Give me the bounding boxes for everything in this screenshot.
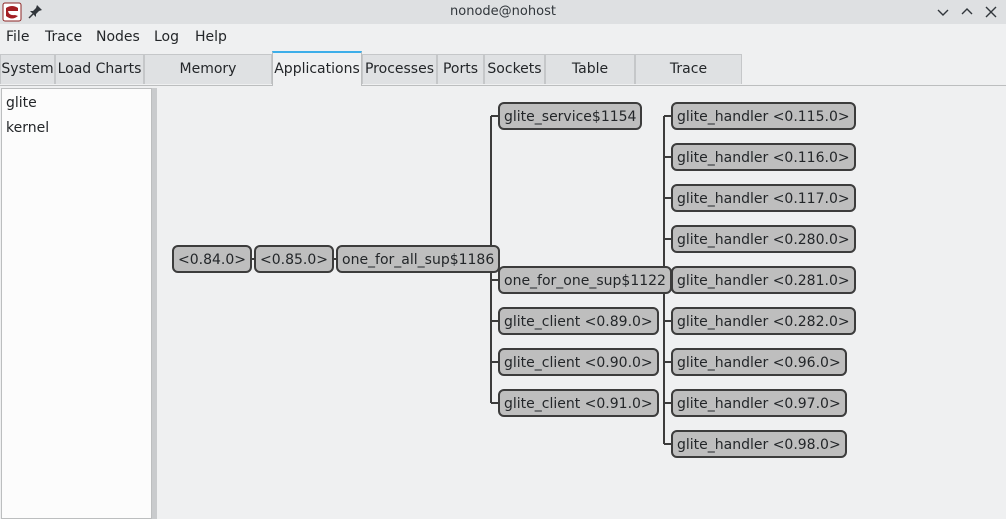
process-node[interactable]: glite_handler <0.96.0> (671, 348, 847, 376)
tab-trace-overview[interactable]: Trace Overview (635, 54, 742, 105)
tab-processes[interactable]: Processes (362, 54, 437, 84)
tab-system[interactable]: System (0, 54, 55, 84)
applications-list[interactable]: glite kernel (1, 88, 152, 519)
process-node[interactable]: glite_handler <0.280.0> (671, 225, 856, 253)
process-node[interactable]: glite_handler <0.115.0> (671, 102, 856, 130)
pin-icon[interactable] (28, 3, 44, 21)
process-node[interactable]: glite_handler <0.97.0> (671, 389, 847, 417)
process-node[interactable]: glite_handler <0.282.0> (671, 307, 856, 335)
menu-nodes[interactable]: Nodes (96, 29, 140, 45)
process-node[interactable]: glite_handler <0.281.0> (671, 266, 856, 294)
menu-file[interactable]: File (6, 29, 30, 45)
tab-memory-allocators[interactable]: Memory Allocators (144, 54, 272, 105)
process-node[interactable]: glite_handler <0.116.0> (671, 143, 856, 171)
erlang-observer-icon[interactable] (2, 2, 22, 22)
close-icon[interactable] (982, 3, 1000, 21)
menu-trace[interactable]: Trace (45, 29, 83, 45)
tab-applications[interactable]: Applications (272, 51, 362, 86)
window-title: nonode@nohost (450, 4, 556, 19)
title-bar[interactable]: nonode@nohost (0, 0, 1006, 24)
process-node[interactable]: glite_client <0.89.0> (498, 307, 659, 335)
tab-sockets[interactable]: Sockets (484, 54, 545, 84)
process-node[interactable]: glite_service$1154 (498, 102, 643, 130)
list-item-kernel[interactable]: kernel (6, 120, 50, 136)
process-node[interactable]: <0.84.0> (172, 245, 252, 273)
pane-splitter[interactable] (152, 88, 157, 519)
process-node[interactable]: one_for_all_sup$1186 (336, 245, 501, 273)
supervision-tree-canvas[interactable]: <0.84.0> <0.85.0> one_for_all_sup$1186 g… (157, 88, 1006, 519)
tree-connectors (240, 115, 672, 445)
chevron-up-icon[interactable] (958, 3, 976, 21)
process-node[interactable]: <0.85.0> (254, 245, 334, 273)
process-node[interactable]: glite_client <0.91.0> (498, 389, 659, 417)
process-node[interactable]: glite_handler <0.117.0> (671, 184, 856, 212)
tab-bar: System Load Charts Memory Allocators App… (0, 51, 1006, 105)
tab-ports[interactable]: Ports (437, 54, 484, 84)
chevron-down-icon[interactable] (934, 3, 952, 21)
menu-help[interactable]: Help (195, 29, 227, 45)
menu-bar: File Trace Nodes Log Help (0, 24, 1006, 51)
process-node[interactable]: one_for_one_sup$1122 (498, 266, 672, 294)
process-node[interactable]: glite_handler <0.98.0> (671, 430, 847, 458)
process-node[interactable]: glite_client <0.90.0> (498, 348, 659, 376)
tab-load-charts[interactable]: Load Charts (55, 54, 144, 84)
tab-table-viewer[interactable]: Table Viewer (545, 54, 635, 105)
menu-log[interactable]: Log (154, 29, 180, 45)
list-item-glite[interactable]: glite (6, 95, 37, 111)
